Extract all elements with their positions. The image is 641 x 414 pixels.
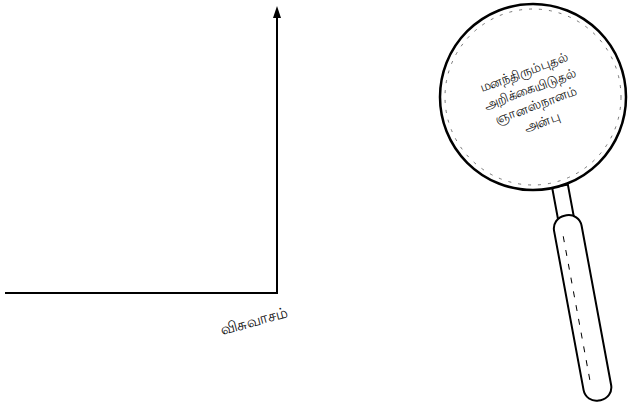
vertical-axis bbox=[276, 16, 278, 293]
axis-arrowhead bbox=[273, 6, 281, 18]
horizontal-axis bbox=[5, 292, 278, 294]
axis-label: விசுவாசம் bbox=[216, 303, 292, 341]
magnifier-lens: மனந்திரும்புதல்அறிக்கையிடுதல்ஞானஸ்நானம்அ… bbox=[438, 2, 628, 192]
lens-handle bbox=[546, 183, 613, 402]
